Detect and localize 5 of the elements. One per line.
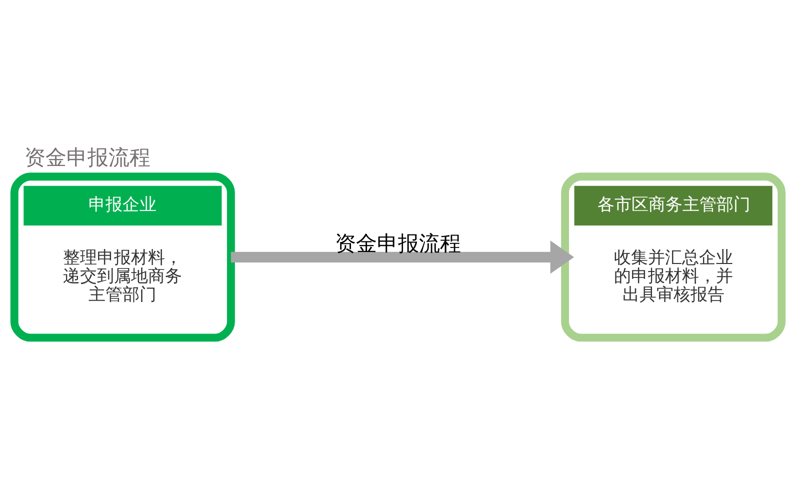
node-box: 各市区商务主管部门 收集并汇总企业的申报材料，并出具审核报告 (561, 172, 786, 342)
arrow (230, 240, 574, 274)
edge-label: 资金申报流程 (335, 230, 461, 255)
node-box: 申报企业 整理申报材料，递交到属地商务主管部门 (10, 172, 235, 342)
diagram-title: 资金申报流程 (24, 144, 151, 169)
